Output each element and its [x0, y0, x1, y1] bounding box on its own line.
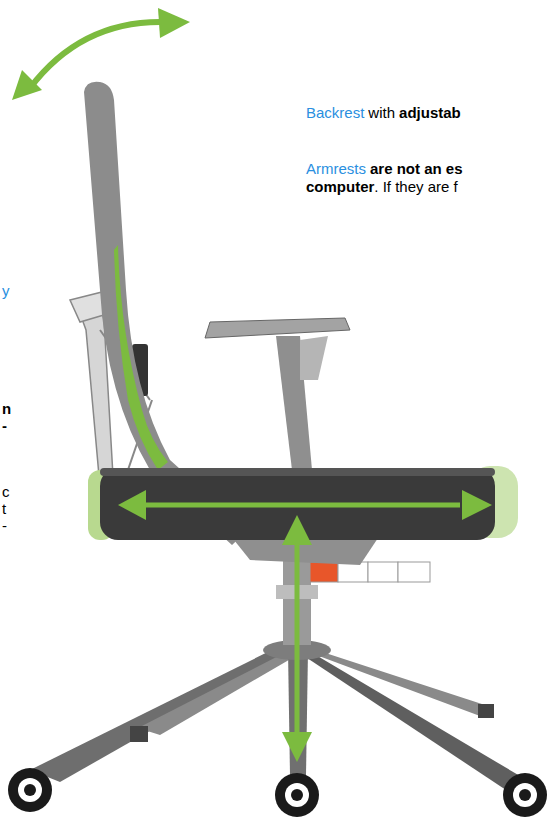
seat-height-arrow: [282, 515, 312, 762]
label-text: Backrest: [306, 104, 364, 122]
label-text: c: [2, 483, 10, 501]
text-line: Armrestsare not an es: [306, 160, 463, 178]
text-line: computer. If they are f: [306, 178, 458, 196]
text-line: -: [2, 517, 7, 535]
armrest: [205, 318, 350, 470]
label-text: with: [368, 104, 395, 122]
label-text: y: [2, 282, 10, 300]
label-text: t: [2, 500, 6, 518]
text-line: y: [2, 282, 10, 300]
label-text: -: [2, 417, 7, 435]
text-line: n: [2, 400, 11, 418]
label-text: adjustab: [399, 104, 461, 122]
label-text: -: [2, 517, 7, 535]
label-text: . If they are f: [374, 178, 457, 196]
text-line: c: [2, 483, 10, 501]
chair-base: [30, 640, 520, 790]
seat-depth-arrow: [118, 490, 492, 520]
height-scale: [310, 562, 430, 582]
caster-wheels: [8, 704, 547, 817]
label-text: n: [2, 400, 11, 418]
text-line: t: [2, 500, 6, 518]
label-text: Armrests: [306, 160, 366, 178]
text-line: Backrestwithadjustab: [306, 104, 461, 122]
label-text: computer: [306, 178, 374, 196]
text-line: -: [2, 417, 7, 435]
label-text: are not an es: [370, 160, 463, 178]
